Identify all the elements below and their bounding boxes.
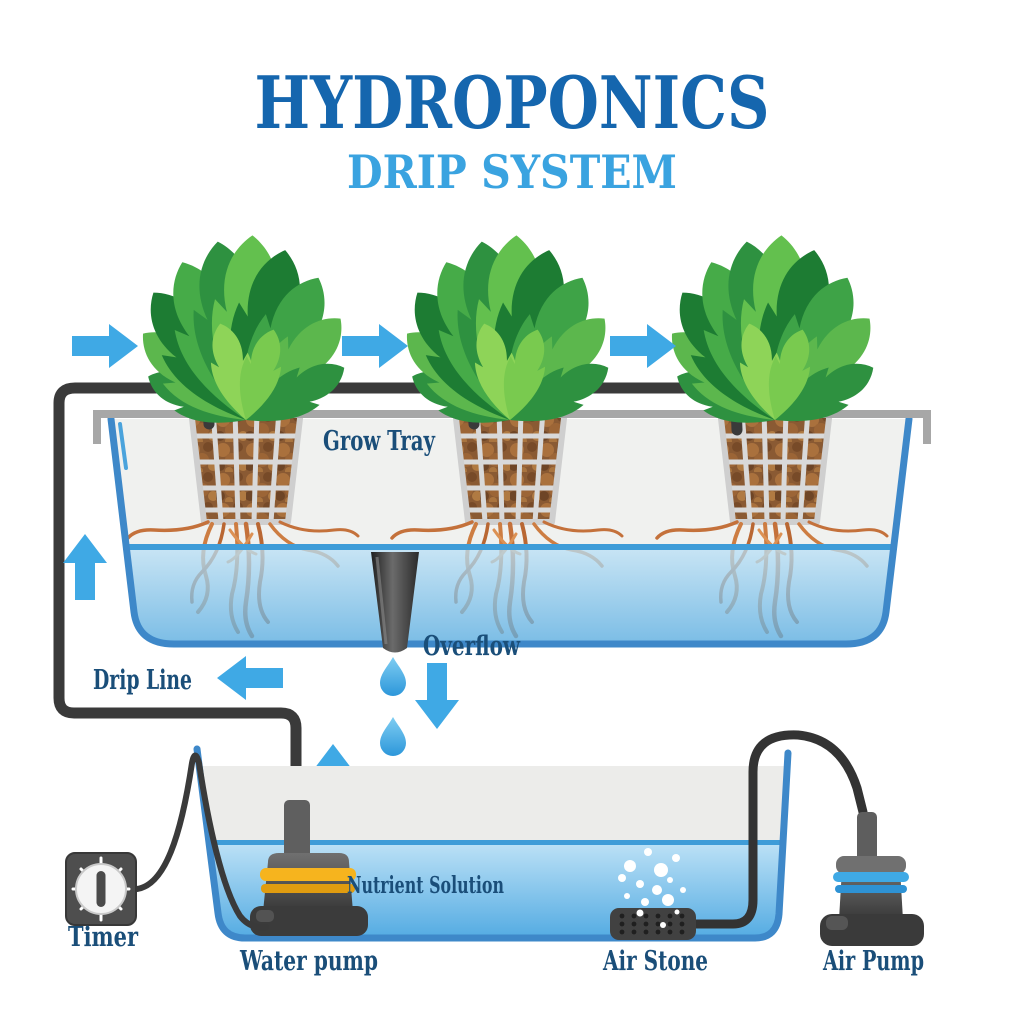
- air-pump-ring: [835, 885, 907, 893]
- air-pump: [820, 812, 924, 946]
- tray-water: [123, 547, 897, 641]
- pump-band: [260, 868, 356, 881]
- air-bubbles: [618, 848, 686, 906]
- grow-tray: [93, 405, 931, 648]
- label-air-stone: Air Stone: [602, 946, 708, 977]
- label-nutrient-solution: Nutrient Solution: [347, 872, 504, 899]
- tray-rim-right-lip: [923, 410, 931, 444]
- tray-water-surface: [123, 544, 897, 550]
- reservoir-water-surface: [210, 840, 783, 845]
- label-drip-line: Drip Line: [93, 665, 192, 696]
- label-grow-tray: Grow Tray: [323, 426, 436, 457]
- water-pump: [250, 800, 368, 936]
- timer-dial-knob: [96, 871, 106, 907]
- reservoir-interior: [202, 766, 786, 843]
- pump-band: [261, 884, 355, 893]
- net-pot-basket-2: [450, 405, 570, 522]
- label-water-pump: Water pump: [239, 946, 378, 977]
- page-title: HYDROPONICS: [255, 60, 770, 145]
- timer: [65, 852, 137, 926]
- reservoir-outline: [193, 745, 792, 942]
- tray-outline: [107, 415, 913, 648]
- label-timer: Timer: [68, 922, 139, 953]
- label-air-pump: Air Pump: [822, 946, 924, 977]
- air-tube: [689, 730, 868, 929]
- overflow-pipe: [371, 552, 419, 653]
- air-pump-ring: [833, 872, 909, 882]
- air-stone: [610, 908, 696, 940]
- timer-power-cord: [134, 752, 269, 931]
- page-subtitle: DRIP SYSTEM: [347, 145, 677, 199]
- label-overflow: Overflow: [423, 631, 521, 662]
- tray-rim-left-lip: [93, 410, 101, 444]
- tray-inner-edge: [118, 422, 128, 470]
